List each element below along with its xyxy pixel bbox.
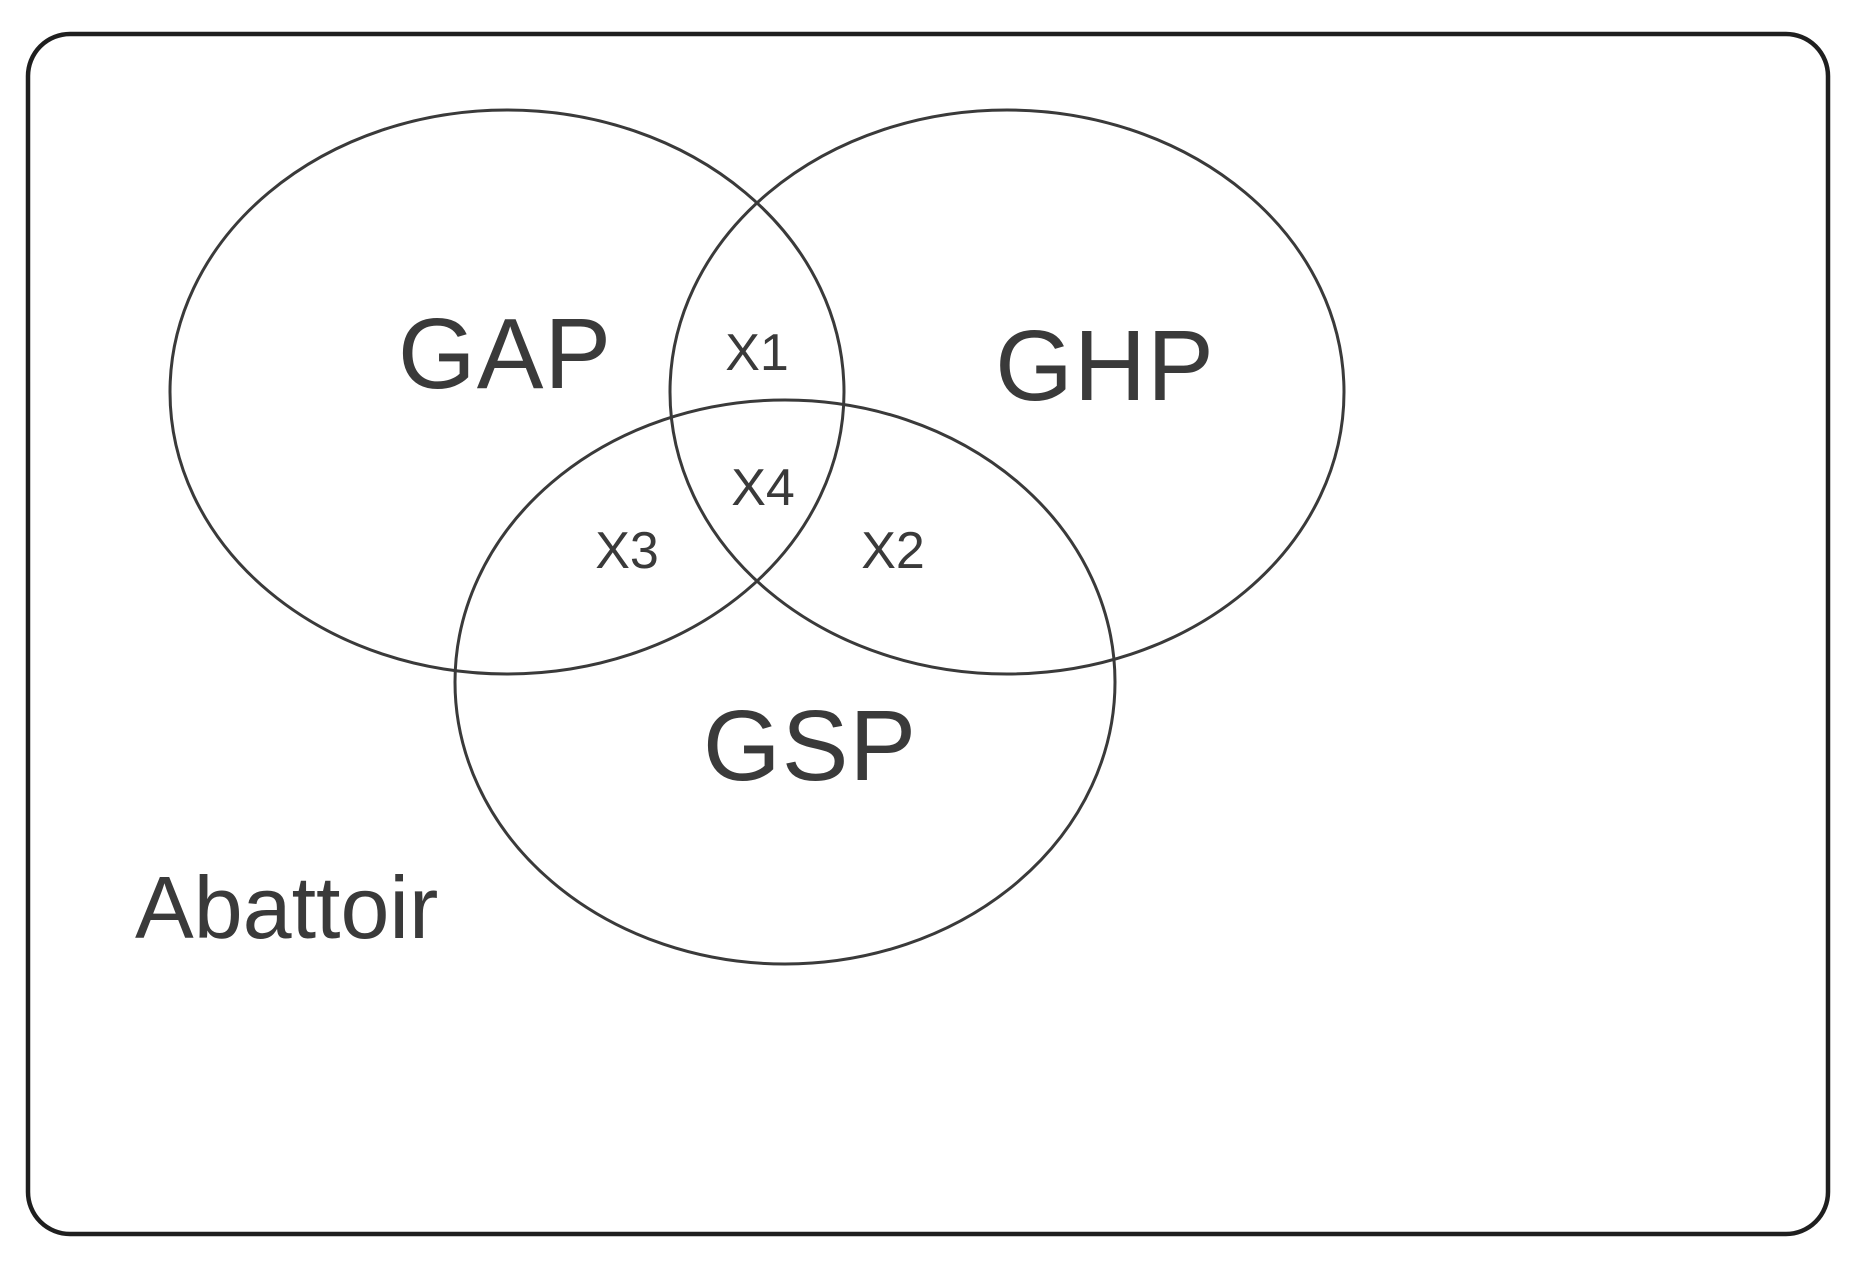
gap-set-circle <box>168 108 846 676</box>
gap-set-label: GAP <box>398 298 612 410</box>
region-x1-label: X1 <box>725 324 789 382</box>
region-x2-label: X2 <box>861 522 925 580</box>
abattoir-boundary-frame <box>25 31 1831 1237</box>
region-x4-label: X4 <box>731 459 795 517</box>
ghp-set-label: GHP <box>995 310 1215 422</box>
gsp-set-label: GSP <box>703 690 917 802</box>
abattoir-container-label: Abattoir <box>135 858 438 957</box>
ghp-set-circle <box>668 108 1346 676</box>
region-x3-label: X3 <box>595 522 659 580</box>
gsp-set-circle <box>453 398 1117 966</box>
